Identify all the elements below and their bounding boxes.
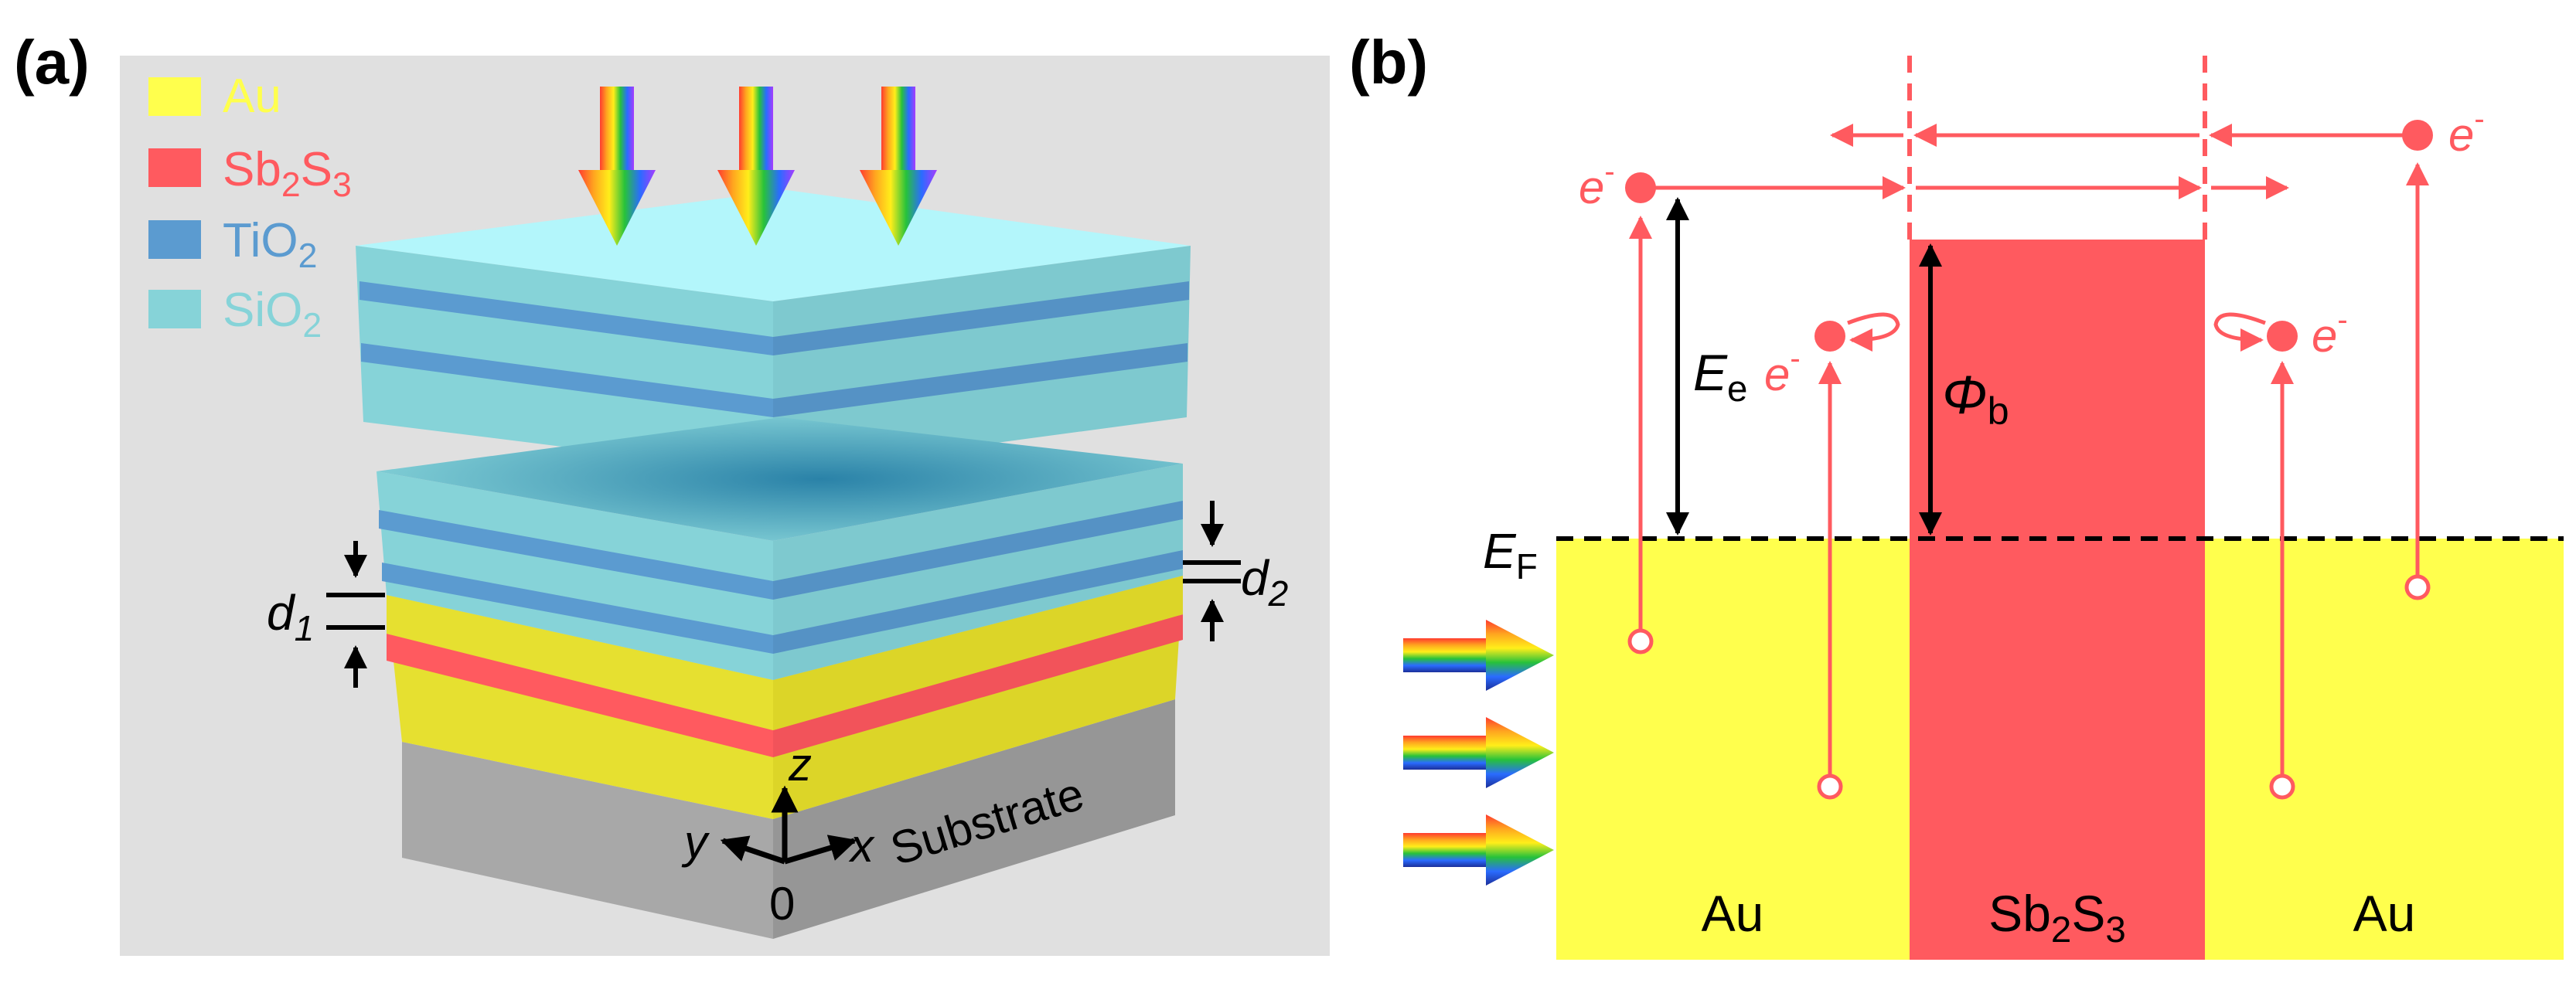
barrier-height-arrow: Φb (1919, 243, 2009, 536)
barrier-height-label: Φb (1942, 365, 2009, 433)
incident-light-arrows-side (1403, 620, 1554, 886)
d1-marker: d1 (267, 541, 385, 688)
lower-tio2-left-1 (379, 510, 773, 600)
fermi-level-label: EF (1483, 523, 1538, 586)
legend: Au Sb2S3 TiO2 SiO2 (148, 70, 352, 345)
light-arrow-1 (578, 87, 656, 246)
electron-label-left-high: e- (1579, 155, 1615, 213)
axis-x-label: x (848, 820, 875, 872)
lower-tio2-right-1 (773, 501, 1183, 600)
lower-stack-top-face (377, 417, 1183, 541)
coordinate-axes: z y x 0 (681, 739, 875, 930)
hole-right-high (2404, 574, 2431, 600)
electron-energy-label: Ee (1693, 344, 1747, 410)
d2-marker: d2 (1183, 501, 1288, 641)
electron-energy-arrow: Ee (1666, 197, 1747, 536)
side-light-arrow-1 (1403, 620, 1554, 691)
top-slab-tio2-layer-left-2 (361, 343, 773, 417)
hot-electron-right-high: e- (2402, 102, 2485, 600)
legend-label-sb2s3: Sb2S3 (223, 143, 352, 204)
electron-left-high (1625, 172, 1656, 203)
axis-origin-label: 0 (769, 878, 795, 930)
electron-right-high (2402, 120, 2433, 151)
panel-b: (b) EF e- (1349, 28, 2564, 960)
au-upper-right (773, 576, 1183, 730)
region-label-au-left: Au (1702, 885, 1764, 942)
au-upper-left (387, 595, 773, 730)
axis-y-label: y (681, 816, 710, 868)
side-light-arrow-2 (1403, 717, 1554, 788)
hot-electron-left-low: e- (1764, 312, 1900, 800)
light-arrow-3 (860, 87, 937, 246)
panel-a: (a) Au Sb2S3 TiO2 SiO2 (14, 28, 1330, 956)
axis-z-label: z (788, 739, 812, 790)
hot-electron-right-low: e- (2213, 303, 2348, 800)
d2-label: d2 (1241, 550, 1288, 614)
lower-stack (377, 417, 1183, 939)
legend-label-tio2: TiO2 (223, 214, 317, 275)
substrate-right-face (773, 699, 1175, 939)
reflection-arc-left (1847, 312, 1900, 352)
sb2s3-layer-left (387, 634, 773, 757)
legend-swatch-au (148, 77, 201, 116)
legend-label-sio2: SiO2 (223, 284, 322, 345)
substrate-left-face (402, 742, 773, 939)
incident-light-arrows-top (578, 87, 937, 246)
au-region-left (1556, 539, 1910, 960)
d1-label: d1 (267, 585, 314, 648)
reflection-arc-right (2213, 312, 2266, 352)
sb2s3-layer-right (773, 614, 1183, 757)
lower-tio2-right-2 (773, 550, 1183, 654)
legend-swatch-sio2 (148, 290, 201, 328)
light-arrow-2 (717, 87, 795, 246)
legend-swatch-sb2s3 (148, 148, 201, 187)
top-slab-tio2-layer-right-2 (773, 343, 1187, 417)
region-label-sb2s3: Sb2S3 (1988, 885, 2126, 950)
legend-swatch-tio2 (148, 220, 201, 259)
panel-a-label: (a) (14, 28, 90, 97)
au-region-right (2205, 539, 2564, 960)
hole-right-low (2269, 774, 2295, 800)
electron-label-right-low: e- (2312, 303, 2348, 362)
legend-label-au: Au (223, 70, 281, 123)
top-slab-tio2-layer-left-1 (359, 281, 773, 355)
electron-label-left-low: e- (1764, 342, 1801, 400)
hot-electron-left-high: e- (1579, 155, 1656, 654)
top-slab-tio2-layer-right-1 (773, 281, 1189, 355)
electron-left-low (1814, 321, 1845, 352)
lower-tio2-left-2 (382, 563, 773, 654)
hole-left-high (1627, 628, 1654, 654)
sb2s3-region (1910, 240, 2205, 960)
region-label-au-right: Au (2353, 885, 2416, 942)
electron-label-right-high: e- (2448, 102, 2485, 161)
hole-left-low (1817, 774, 1843, 800)
top-multilayer-slab (356, 190, 1191, 473)
panel-b-label: (b) (1349, 28, 1428, 97)
side-light-arrow-3 (1403, 814, 1554, 886)
electron-right-low (2267, 321, 2298, 352)
